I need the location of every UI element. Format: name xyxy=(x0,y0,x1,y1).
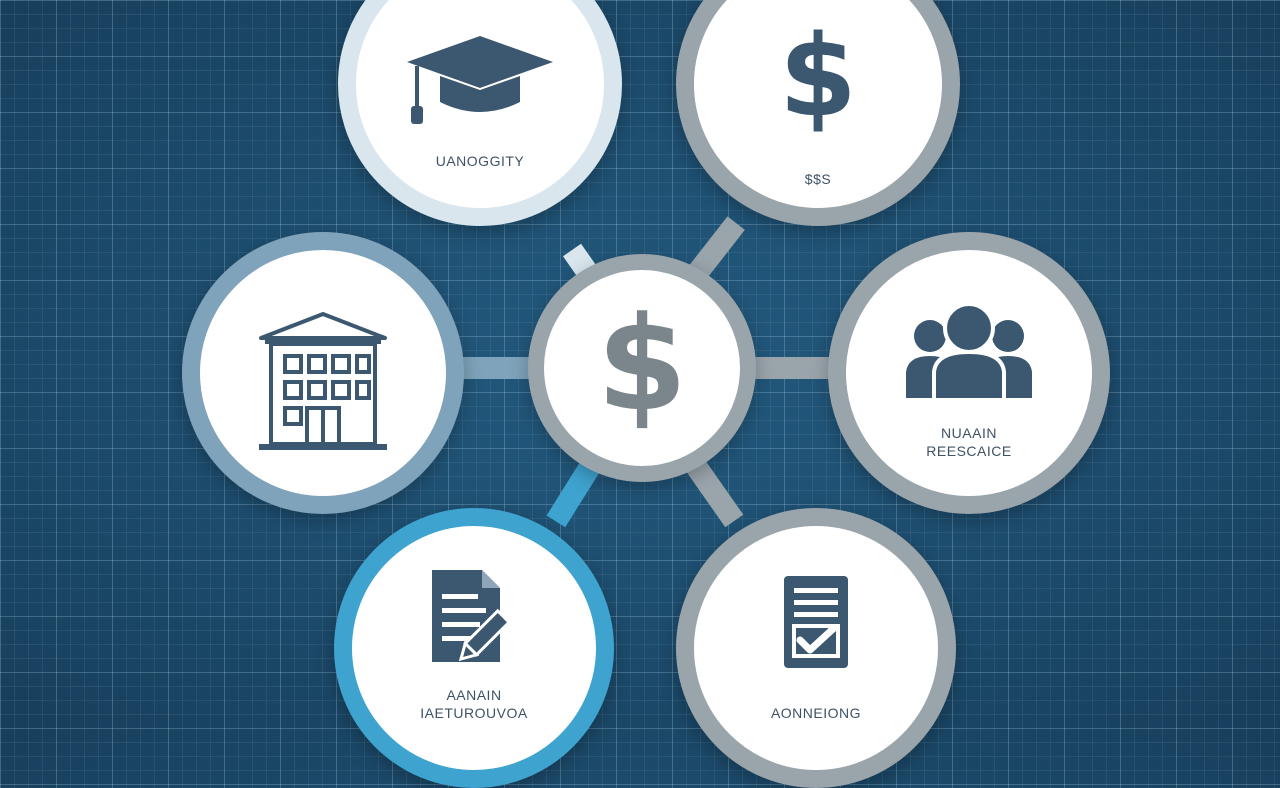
node-approval: AONNEIONG xyxy=(676,508,956,788)
connector-institution xyxy=(455,357,543,379)
node-application: AANAIN IAETUROUVOA xyxy=(334,508,614,788)
node-human-resource: NUAAIN REESCAICE xyxy=(828,232,1110,514)
document-pen-icon xyxy=(432,570,512,662)
node-university: UANOGGITY xyxy=(338,0,622,226)
dollar-icon: $ xyxy=(779,12,857,142)
people-group-icon xyxy=(906,302,1032,400)
node-university-label: UANOGGITY xyxy=(435,153,525,169)
financial-network-diagram: UANOGGITY $ $$S xyxy=(182,0,1110,788)
node-human-resource-label-line2: REESCAICE xyxy=(926,443,1012,459)
node-application-label-line2: IAETUROUVOA xyxy=(420,705,528,721)
node-costs: $ $$S xyxy=(676,0,960,226)
checklist-icon xyxy=(784,576,848,668)
node-center: $ xyxy=(528,254,756,482)
node-institution xyxy=(182,232,464,514)
dollar-icon: $ xyxy=(596,288,688,440)
graduation-cap-icon xyxy=(407,36,553,124)
building-icon xyxy=(259,312,387,450)
node-approval-label: AONNEIONG xyxy=(770,705,862,721)
connector-human-resource xyxy=(740,357,840,379)
node-human-resource-label-line1: NUAAIN xyxy=(941,425,997,441)
node-costs-label: $$S xyxy=(804,171,832,187)
node-application-label-line1: AANAIN xyxy=(446,687,502,703)
